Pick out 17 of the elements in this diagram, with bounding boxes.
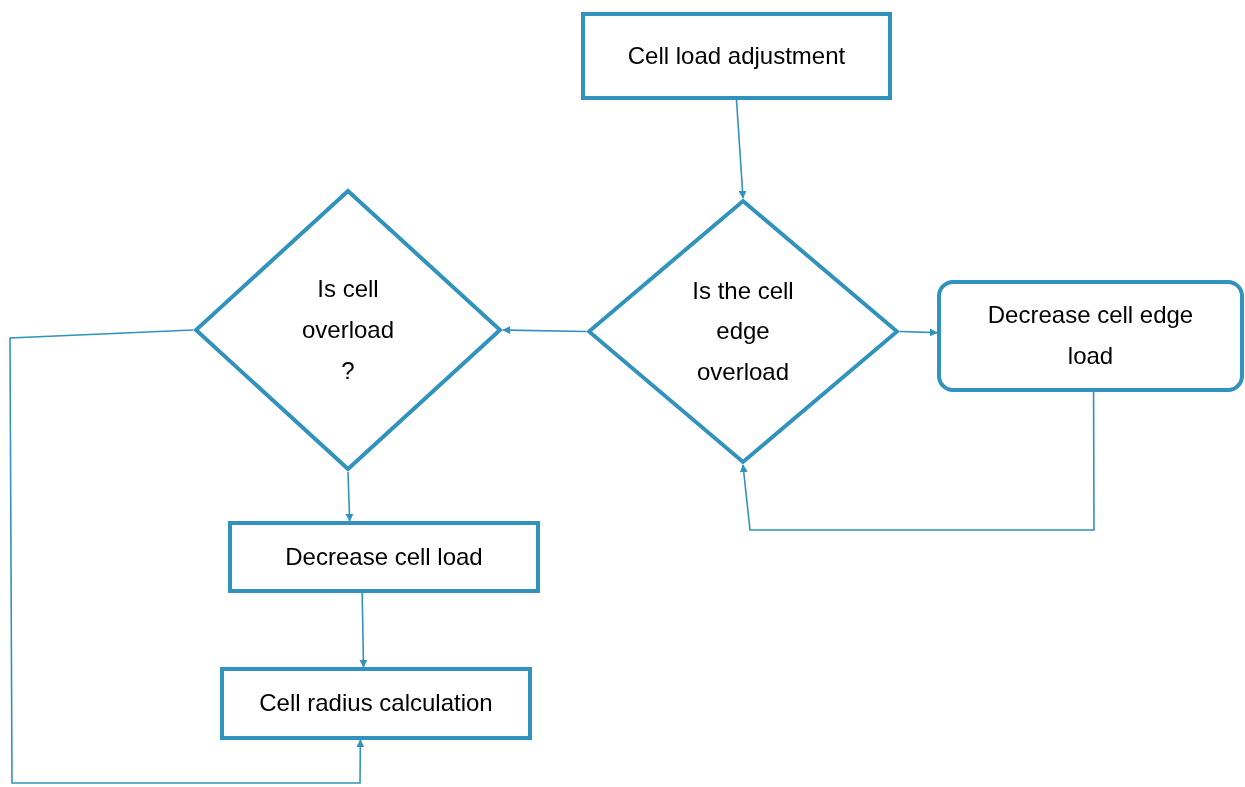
box-label: Cell radius calculation [259, 688, 493, 719]
arrow [502, 326, 587, 335]
arrow [359, 592, 368, 668]
arrow [9, 329, 365, 784]
box-label: Decrease cell edge load [986, 300, 1195, 371]
box-label: Decrease cell load [285, 541, 483, 572]
arrow [899, 328, 938, 337]
arrow [735, 99, 747, 199]
arrow [345, 471, 354, 522]
box-label: Cell load adjustment [627, 40, 846, 71]
arrow [739, 391, 1095, 531]
decision-text: Is cell overload ? [300, 273, 396, 386]
decision-text: Is the cell edge overload [691, 275, 795, 387]
rounded-process-box [937, 280, 1244, 392]
process-box [220, 667, 532, 740]
process-box [581, 12, 892, 100]
process-box [228, 521, 540, 593]
